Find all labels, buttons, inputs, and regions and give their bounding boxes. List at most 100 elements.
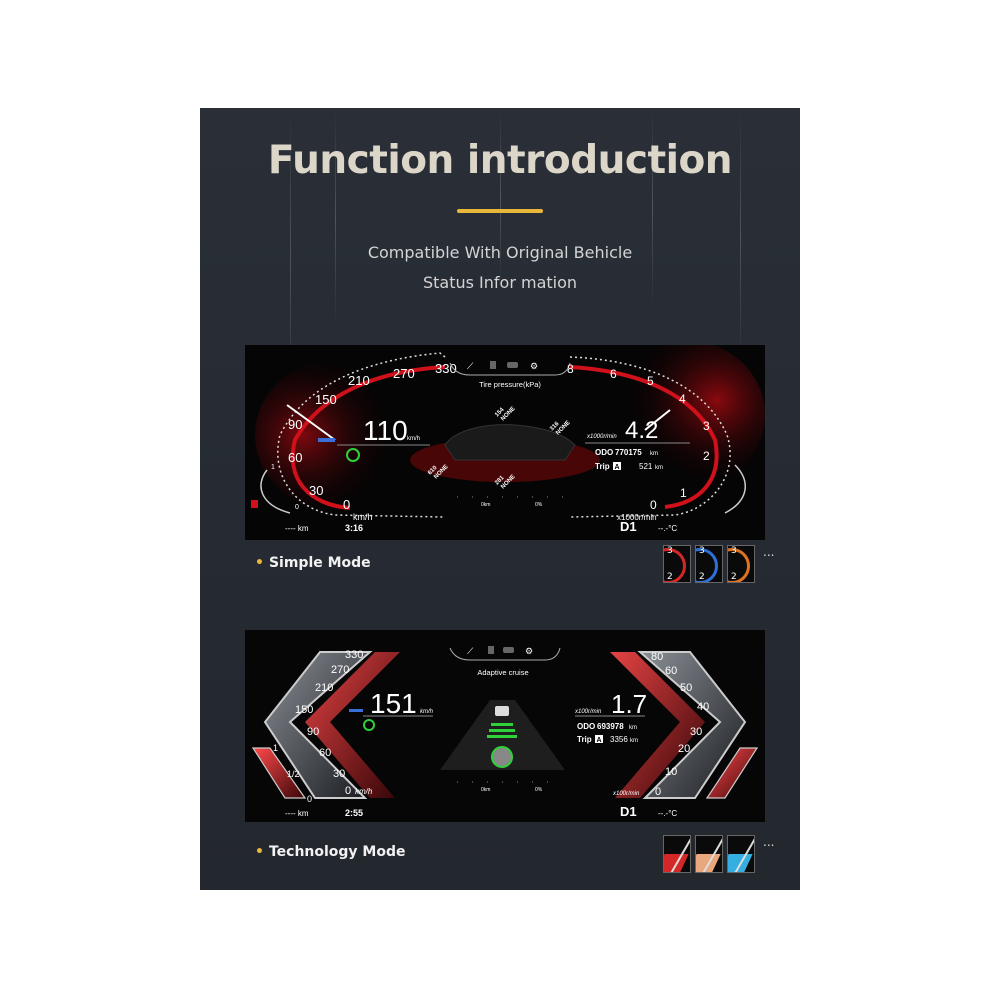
subtitle-line-2: Status Infor mation — [422, 273, 578, 292]
rpm-tick: 2 — [703, 449, 710, 463]
technology-mode-label: •Technology Mode — [255, 844, 406, 860]
trip-label: Trip — [595, 462, 610, 471]
theme-swatch-red[interactable] — [663, 835, 691, 873]
odo-label: ODO — [595, 448, 613, 457]
car-icon — [507, 362, 518, 368]
rpm-tick: 1 — [680, 486, 687, 500]
rpm-tick: 40 — [697, 701, 709, 713]
tire-rear-right-value: 281 — [494, 475, 506, 487]
simple-mode-dashboard: 330 270 210 150 90 60 30 0 km/h 110 km/h… — [245, 340, 765, 540]
rpm-tick: 80 — [651, 651, 663, 663]
title-underline — [457, 209, 543, 213]
gear-indicator: D1 — [620, 519, 637, 534]
speed-value-unit: km/h — [420, 709, 434, 715]
trip-unit: km — [630, 738, 638, 744]
light-streak — [290, 108, 291, 408]
more-themes-button[interactable]: ... — [763, 835, 775, 849]
lead-car-icon — [495, 706, 509, 716]
technology-mode-dashboard: 330 270 210 150 90 60 30 0 km/h 1 1/2 0 … — [245, 630, 765, 822]
fuel-gauge — [260, 469, 291, 514]
theme-swatch-cyan[interactable] — [727, 835, 755, 873]
odo-value: 770175 — [615, 448, 642, 457]
car-image — [444, 424, 576, 461]
rpm-needle — [644, 409, 671, 431]
simple-mode-label-text: Simple Mode — [268, 555, 371, 571]
speed-needle — [286, 404, 336, 441]
light-streak — [652, 108, 653, 308]
rpm-tick: 3 — [703, 419, 710, 433]
rpm-tick: 20 — [678, 743, 690, 755]
speed-unit-label: km/h — [355, 787, 373, 796]
distance-bar — [491, 723, 513, 726]
speed-red-arc — [290, 365, 446, 510]
temperature: --.-°C — [658, 809, 677, 818]
more-themes-button[interactable]: ... — [763, 545, 775, 559]
fuel-warning-icon — [251, 500, 258, 508]
fuel-tick: 0 — [307, 794, 312, 804]
rpm-chevron-red — [610, 652, 705, 798]
speed-value: 110 — [363, 415, 408, 446]
odo-unit: km — [629, 725, 637, 731]
speed-tick: 330 — [345, 649, 363, 661]
fuel-tick: 1/2 — [287, 769, 300, 779]
rpm-tick: 0 — [650, 498, 657, 512]
page-title: Function introduction — [267, 138, 733, 183]
speed-tick: 90 — [288, 417, 302, 432]
speed-tick: 270 — [393, 366, 415, 381]
speed-tick: 60 — [288, 450, 302, 465]
rpm-unit-label: x1000r/min — [617, 513, 657, 522]
speed-tick: 210 — [315, 682, 333, 694]
trip-unit: km — [655, 465, 663, 471]
trip-value: 3356 — [610, 735, 628, 744]
product-panel: Function introduction Compatible With Or… — [200, 108, 800, 890]
trip-badge: A — [615, 464, 620, 471]
range-km: 0km — [481, 787, 490, 793]
rpm-value: 1.7 — [611, 689, 647, 719]
fuel-chevron — [251, 747, 307, 799]
gear-indicator: D1 — [620, 804, 637, 819]
speed-tick: 150 — [315, 392, 337, 407]
trip-badge: A — [597, 737, 602, 744]
rpm-tick: 6 — [610, 367, 617, 381]
speed-outer-arc — [277, 352, 446, 518]
steering-wheel-icon — [491, 746, 513, 768]
rpm-tick: 10 — [665, 766, 677, 778]
odo-label: ODO — [577, 722, 595, 731]
fuel-percent: 0% — [535, 787, 543, 793]
rpm-tick: 4 — [679, 392, 686, 406]
simple-mode-label: •Simple Mode — [255, 555, 371, 571]
speed-tick: 30 — [309, 483, 323, 498]
speed-value-unit: km/h — [407, 436, 420, 442]
theme-swatch-peach[interactable] — [695, 835, 723, 873]
speed-tick: 0 — [343, 497, 350, 512]
light-streak — [335, 108, 336, 328]
speed-chevron-outer — [263, 651, 373, 799]
fuel-tick: 1 — [271, 464, 275, 471]
trip-value: 521 — [639, 462, 653, 471]
speed-tick: 150 — [295, 704, 313, 716]
distance-bar — [487, 735, 517, 738]
lane-assist-icon — [346, 448, 360, 462]
rpm-tick: 30 — [690, 726, 702, 738]
speed-value: 151 — [370, 688, 417, 719]
speed-tick: 270 — [331, 664, 349, 676]
car-icon — [503, 647, 514, 653]
range-km: 0km — [481, 502, 490, 508]
speed-tick: 0 — [345, 785, 351, 797]
speed-unit-label: km/h — [353, 512, 373, 522]
clock: 2:55 — [345, 808, 363, 818]
temperature: --.-°C — [658, 524, 677, 533]
speed-chevron-red — [305, 652, 400, 798]
subtitle-line-1: Compatible With Original Behicle — [367, 243, 633, 262]
rpm-tick: 60 — [665, 665, 677, 677]
speed-tick: 210 — [348, 373, 370, 388]
odo-value: 693978 — [597, 722, 624, 731]
rpm-value-unit: x100r/min — [574, 709, 602, 715]
tire-front-right-value: 316 — [549, 421, 561, 433]
speed-tick: 60 — [319, 747, 331, 759]
rpm-value-unit: x1000r/min — [586, 434, 617, 440]
light-streak — [500, 108, 501, 288]
